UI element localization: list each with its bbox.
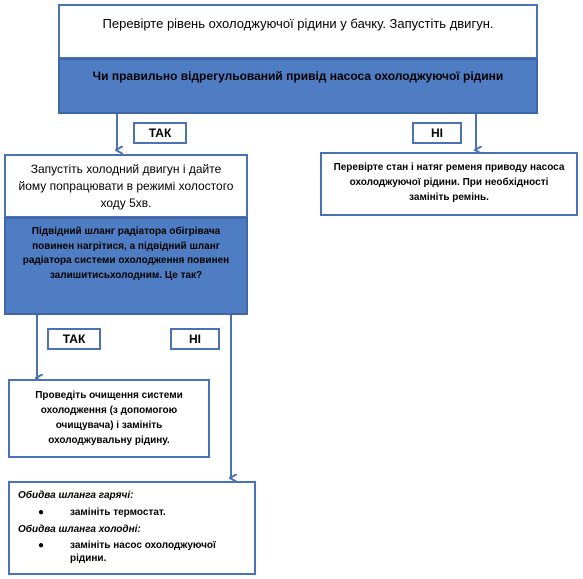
step2-box: Запустіть холодний двигун і дайте йому п… bbox=[4, 154, 248, 218]
step1-box: Перевірте рівень охолоджуючої рідини у б… bbox=[58, 4, 538, 59]
case-hot-heading: Обидва шланга гарячі: bbox=[18, 490, 134, 501]
case-cold-heading: Обидва шланга холодні: bbox=[18, 524, 141, 535]
step2-question-text: Підвідний шланг радіатора обігрівача пов… bbox=[22, 226, 230, 281]
step1-text: Перевірте рівень охолоджуючої рідини у б… bbox=[102, 16, 494, 31]
case-cold-item-text: замініть насос охолоджуючої рідини. bbox=[70, 540, 216, 564]
yes2-action-text: Проведіть очищення системи охолодження (… bbox=[35, 390, 183, 446]
no1-action-text: Перевірте стан і натяг ременя приводу на… bbox=[333, 162, 565, 203]
case-cold-item: ● замініть насос охолоджуючої рідини. bbox=[18, 539, 246, 565]
yes2-action-box: Проведіть очищення системи охолодження (… bbox=[8, 379, 210, 458]
no1-action-box: Перевірте стан і натяг ременя приводу на… bbox=[320, 152, 578, 216]
no2-label: НІ bbox=[170, 328, 220, 350]
yes1-label: ТАК bbox=[133, 122, 187, 144]
bullet-icon: ● bbox=[38, 540, 45, 551]
no1-label: НІ bbox=[412, 122, 462, 144]
yes2-label: ТАК bbox=[47, 328, 101, 350]
bullet-icon: ● bbox=[38, 507, 45, 518]
step2-question: Підвідний шланг радіатора обігрівача пов… bbox=[4, 217, 248, 315]
no2-action-box: Обидва шланга гарячі: ● замініть термост… bbox=[8, 481, 256, 575]
case-hot-item-text: замініть термостат. bbox=[70, 507, 166, 518]
step1-question-text: Чи правильно відрегульований привід насо… bbox=[92, 69, 504, 83]
case-hot-item: ● замініть термостат. bbox=[18, 506, 246, 519]
step1-question: Чи правильно відрегульований привід насо… bbox=[58, 58, 538, 114]
step2-text: Запустіть холодний двигун і дайте йому п… bbox=[18, 162, 234, 210]
